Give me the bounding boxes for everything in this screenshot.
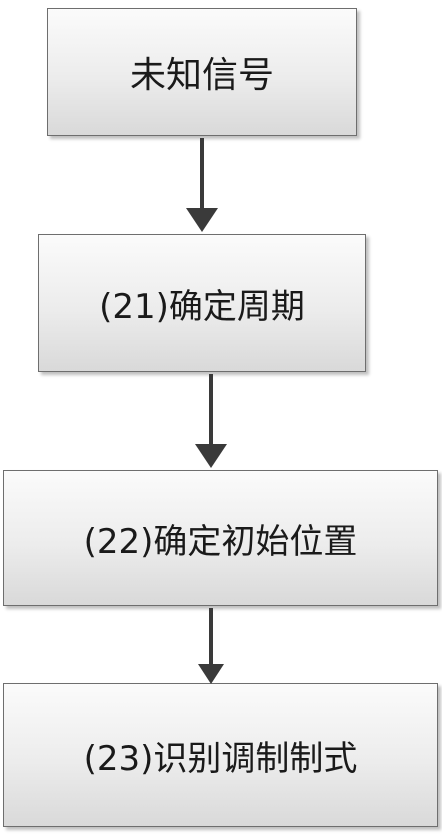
step-label: (21)确定周期	[99, 286, 305, 327]
arrow-3	[198, 608, 224, 684]
step-determine-initial-position: (22)确定初始位置	[3, 470, 438, 606]
arrow-1	[186, 138, 218, 232]
step-label: 未知信号	[129, 55, 274, 96]
step-determine-period: (21)确定周期	[38, 234, 366, 372]
step-label: (22)确定初始位置	[83, 521, 358, 562]
step-identify-modulation: (23)识别调制制式	[3, 683, 438, 827]
step-label: (23)识别调制制式	[83, 738, 358, 779]
arrow-2	[195, 374, 227, 468]
step-unknown-signal: 未知信号	[47, 8, 357, 136]
